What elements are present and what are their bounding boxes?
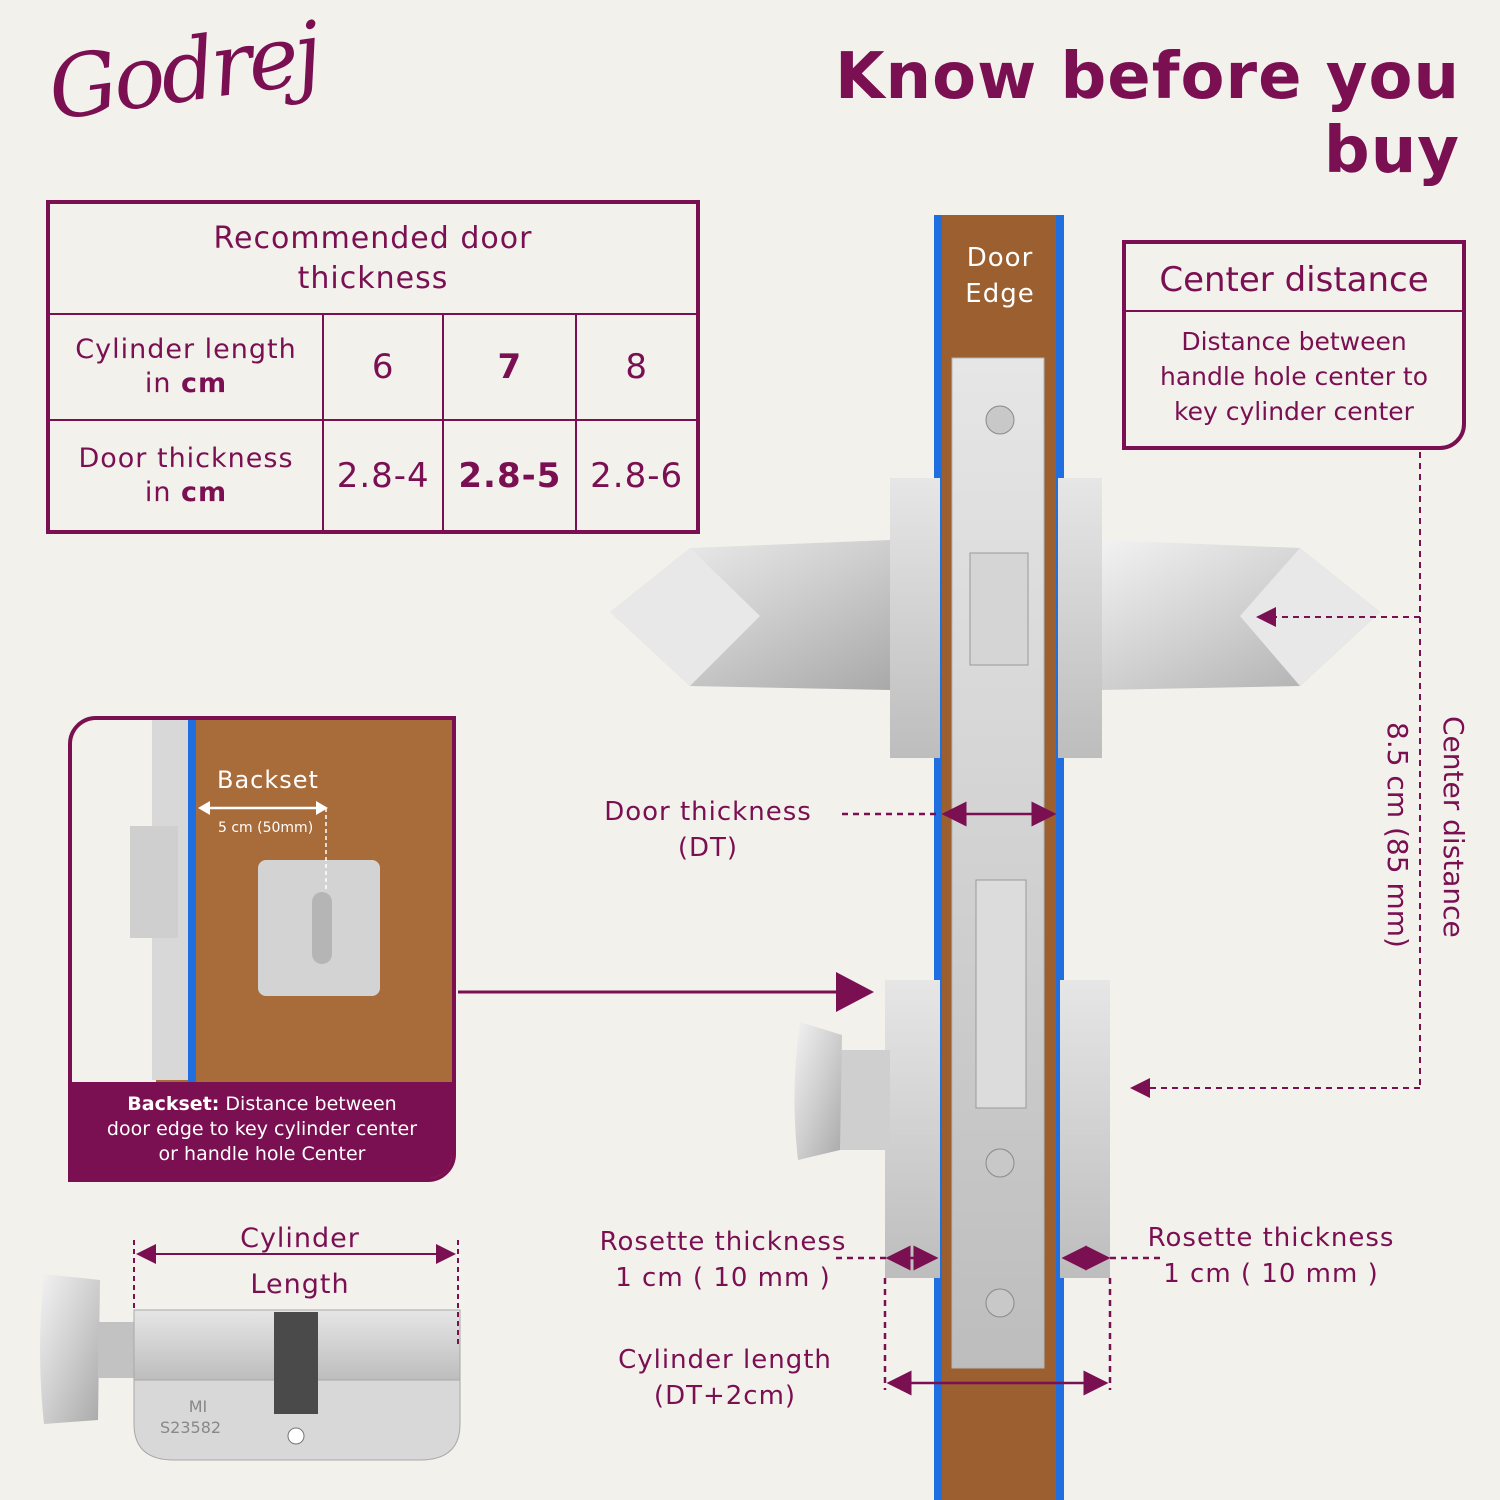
cylinder-serial: S23582	[160, 1418, 222, 1437]
table-cell: 2.8-5	[442, 419, 578, 533]
rosette-right-label: Rosette thickness 1 cm ( 10 mm )	[1147, 1223, 1395, 1289]
door-thickness-label: Door thickness in cm	[47, 419, 324, 533]
center-distance-value: 8.5 cm (85 mm)	[1381, 722, 1414, 948]
rosette-left-label: Rosette thickness 1 cm ( 10 mm )	[599, 1227, 847, 1293]
thumb-turn-knob	[794, 1022, 890, 1160]
lever-handle-right	[1102, 540, 1380, 690]
backset-value: 5 cm (50mm)	[218, 820, 314, 836]
handle-rose-left	[890, 478, 940, 758]
backset-note: Backset: Distance between door edge to k…	[72, 1082, 452, 1178]
euro-cylinder	[40, 1274, 461, 1461]
table-row: Door thickness in cm 2.8-4 2.8-5 2.8-6	[47, 419, 699, 533]
inset-pointer-arrow	[836, 972, 874, 1012]
backset-label: Backset	[217, 766, 319, 794]
cylinder-length-label: Cylinder length in cm	[47, 313, 324, 421]
lock-faceplate	[951, 357, 1045, 1369]
table-cell: 2.8-4	[321, 419, 445, 533]
center-distance-description: Distance between handle hole center to k…	[1159, 327, 1429, 426]
door-thickness-label: Door thickness (DT)	[604, 797, 812, 863]
recommended-thickness-table: Recommended door thickness Cylinder leng…	[46, 200, 700, 534]
table-title: Recommended door thickness	[47, 201, 699, 315]
center-distance-bracket	[1130, 452, 1421, 1098]
table-cell: 2.8-6	[575, 419, 699, 533]
keyhole-icon	[312, 892, 332, 964]
lever-handle-left	[610, 540, 890, 690]
table-row: Cylinder length in cm 6 7 8	[47, 313, 699, 421]
door-edge-label: Door Edge	[965, 243, 1035, 309]
rosette-right	[1060, 980, 1110, 1278]
handle-rose-right	[1058, 478, 1102, 758]
center-distance-vertical-label: Center distance	[1437, 716, 1470, 938]
center-distance-title: Center distance	[1126, 244, 1462, 312]
inset-latch	[130, 826, 178, 938]
backset-dimension	[198, 801, 328, 892]
cylinder-length-small-label: Cylinder Length	[240, 1223, 360, 1300]
page-title: Know before you buy	[834, 40, 1460, 188]
cylinder-stamp: MI	[188, 1397, 208, 1416]
table-cell: 7	[442, 313, 578, 421]
center-distance-box: Center distance Distance between handle …	[1122, 240, 1466, 450]
cylinder-length-dimension	[883, 1278, 1112, 1396]
rosette-left	[885, 980, 940, 1278]
table-cell: 6	[321, 313, 445, 421]
table-cell: 8	[575, 313, 699, 421]
backset-inset: Backset 5 cm (50mm) Backset: Distance be…	[68, 716, 456, 1182]
cylinder-length-dimension-small	[133, 1240, 459, 1345]
cylinder-length-formula-label: Cylinder length (DT+2cm)	[618, 1345, 832, 1411]
inset-door-edge	[188, 720, 196, 1090]
